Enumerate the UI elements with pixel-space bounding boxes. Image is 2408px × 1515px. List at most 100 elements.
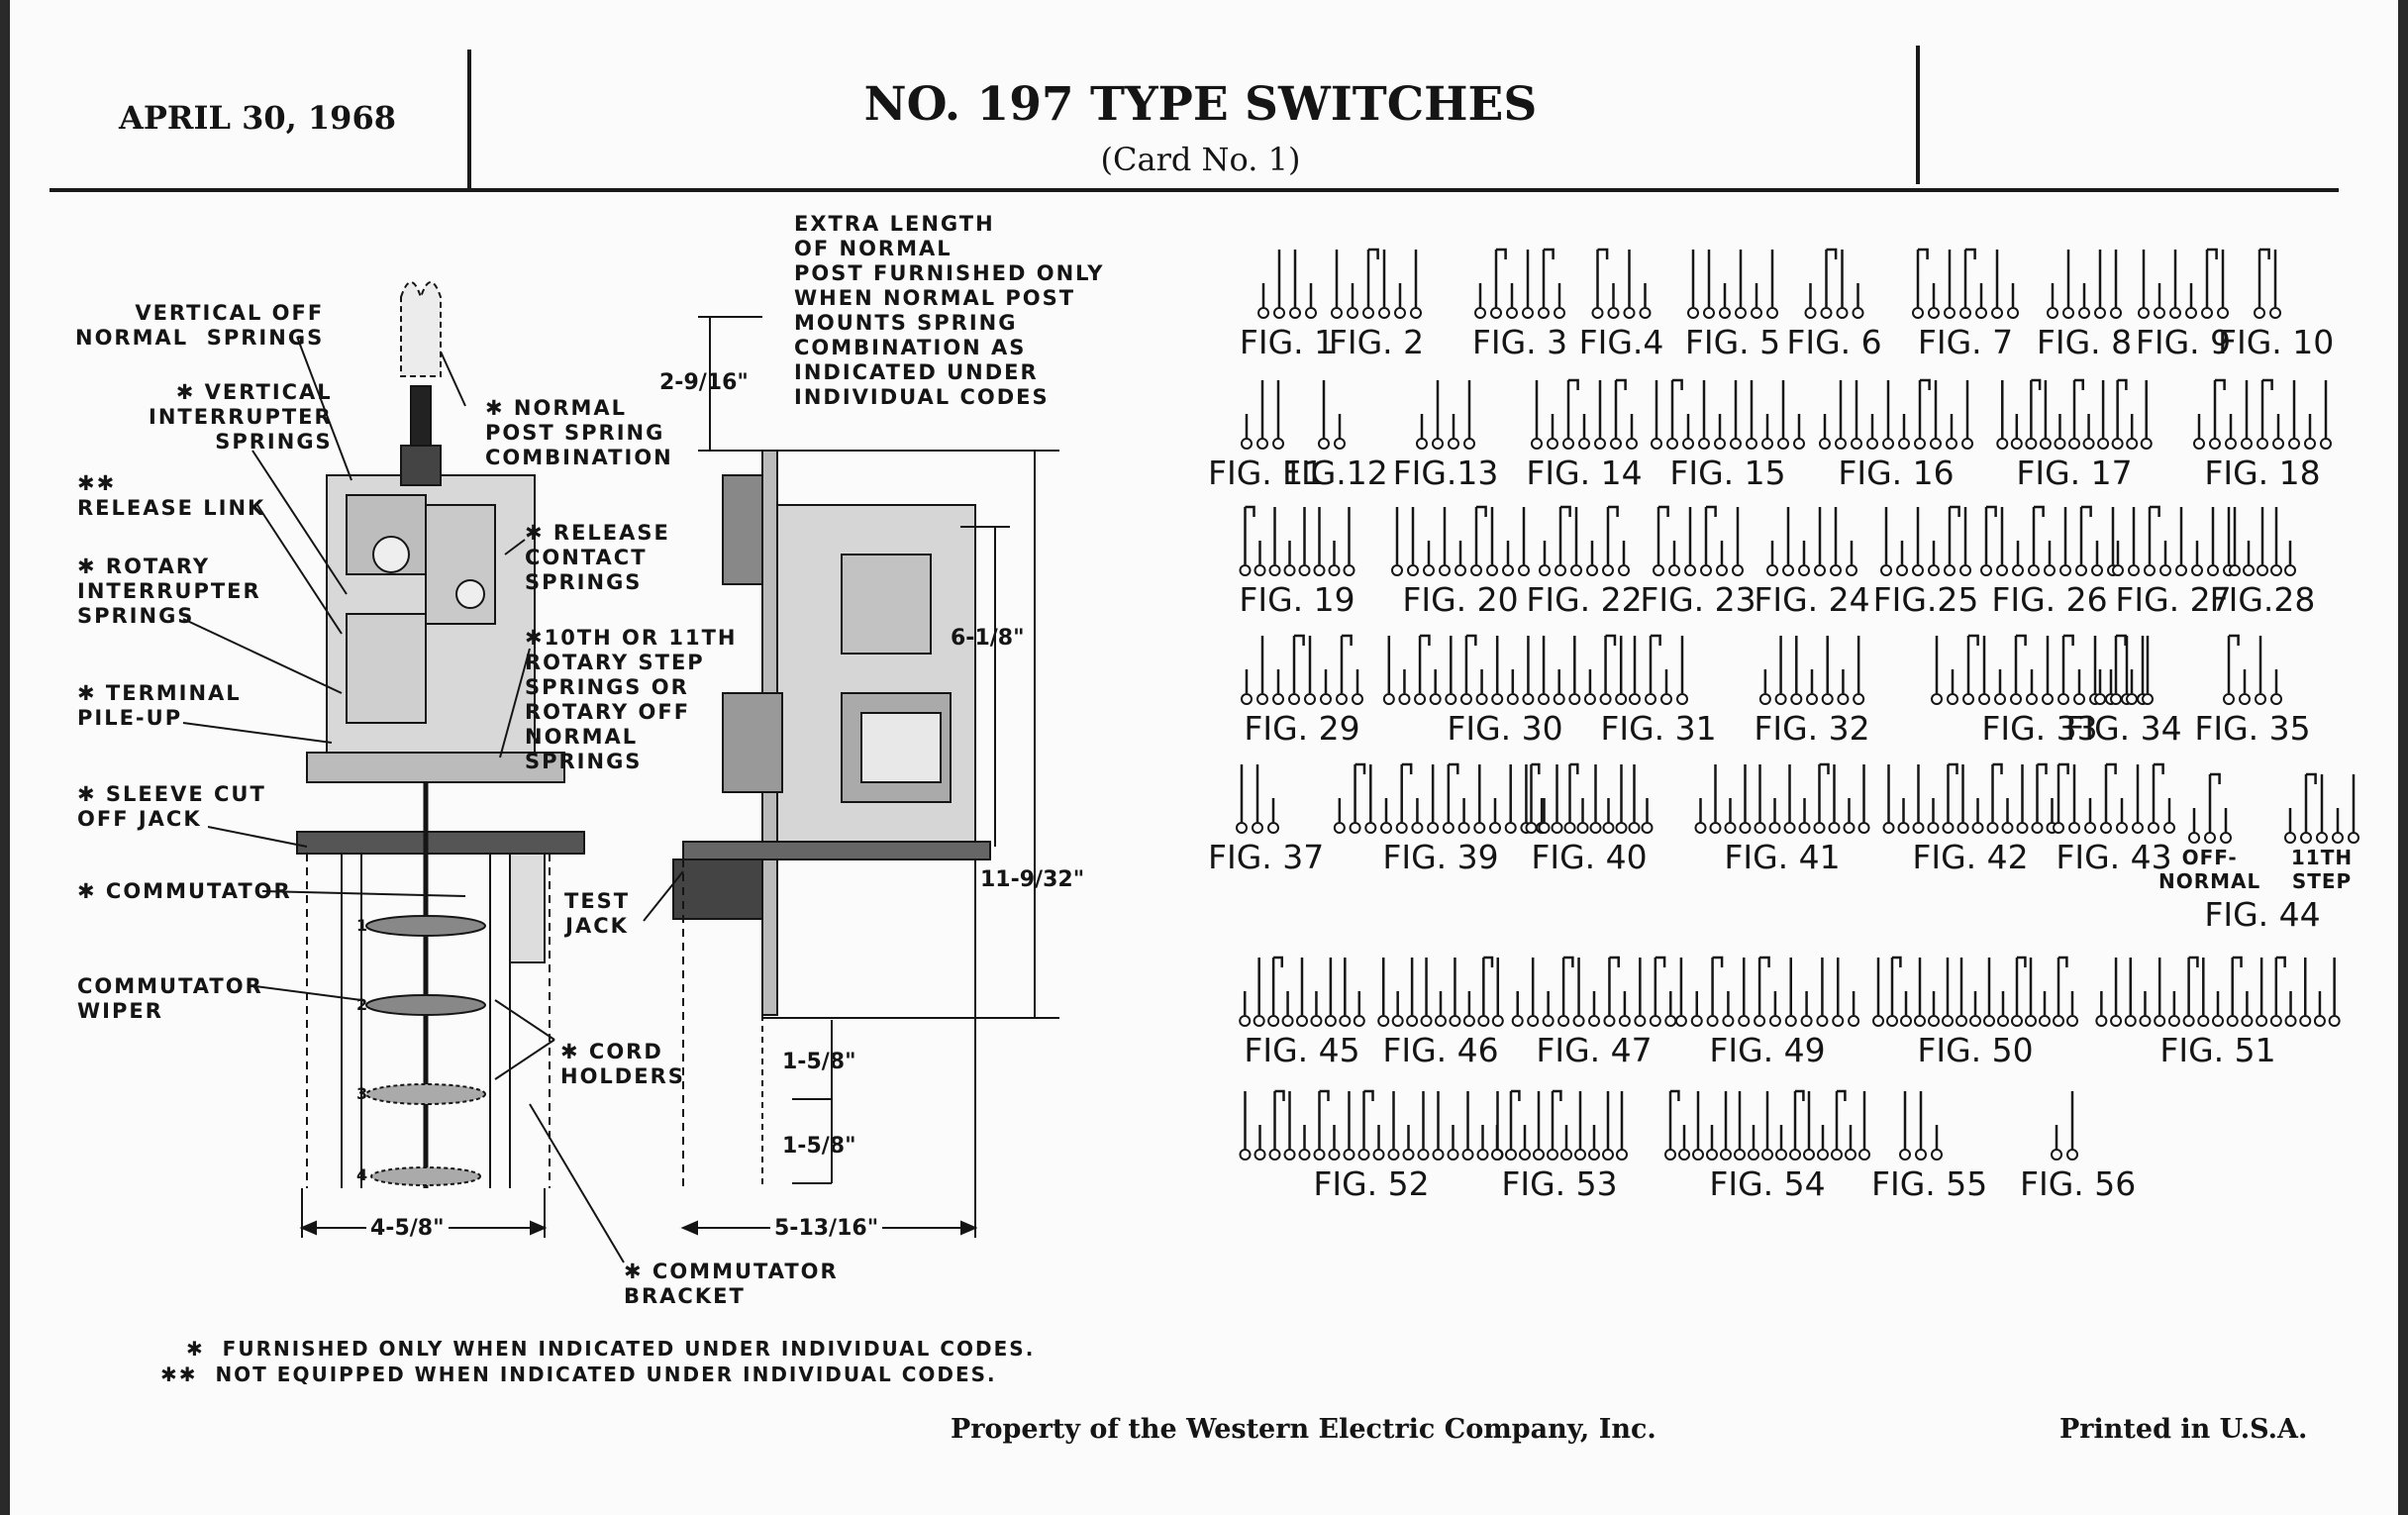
spring-terminal	[1754, 822, 1766, 834]
spring-contact	[2058, 956, 2068, 967]
spring-terminal	[1944, 564, 1956, 576]
spring-terminal	[2313, 1015, 2326, 1027]
spring-terminal	[1927, 822, 1940, 834]
fig-44-11th-step-springs	[2284, 772, 2359, 844]
spring-terminal	[2026, 693, 2038, 705]
spring-terminal	[1674, 1015, 1687, 1027]
spring-terminal	[1748, 1149, 1759, 1161]
figure-springs	[1880, 505, 1971, 576]
spring-terminal	[1476, 1149, 1489, 1161]
spring-contact	[1759, 956, 1770, 967]
spring-terminal	[1574, 1149, 1586, 1161]
spring-terminal	[1241, 693, 1253, 705]
spring-terminal	[1511, 1015, 1524, 1027]
spring-terminal	[2229, 564, 2241, 576]
figure-springs	[2051, 1091, 2078, 1161]
spring-terminal	[1439, 564, 1451, 576]
spring-terminal	[1616, 1149, 1628, 1161]
spring-contact	[2306, 772, 2317, 784]
figure-springs	[1239, 505, 1355, 576]
spring-terminal	[1804, 307, 1817, 319]
spring-terminal	[1506, 693, 1519, 705]
spring-terminal	[1719, 307, 1731, 319]
spring-contact	[1608, 505, 1619, 517]
spring-contact	[1658, 505, 1669, 517]
figure-springs	[1629, 634, 1688, 705]
figure-21: FIG. 22	[1495, 495, 1673, 619]
spring-terminal	[1504, 822, 1517, 834]
spring-terminal	[1928, 1015, 1940, 1027]
figure-springs	[2229, 507, 2296, 576]
figure-label: FIG. 9	[2135, 323, 2232, 361]
figure-39: FIG. 42	[1856, 753, 2084, 876]
spring-terminal	[2316, 832, 2328, 844]
spring-terminal	[1506, 307, 1518, 319]
figure-label: FIG. 11	[1208, 454, 1325, 492]
spring-terminal	[1289, 307, 1301, 319]
spring-terminal	[1491, 1015, 1504, 1027]
spring-terminal	[2126, 693, 2138, 705]
spring-terminal	[1738, 1015, 1751, 1027]
spring-terminal	[1462, 1015, 1475, 1027]
spring-terminal	[2039, 1015, 2051, 1027]
spring-terminal	[1339, 1015, 1352, 1027]
figure-springs	[2095, 956, 2341, 1027]
spring-terminal	[1586, 564, 1598, 576]
spring-terminal	[2068, 822, 2080, 834]
spring-terminal	[1975, 307, 1987, 319]
spring-terminal	[1305, 307, 1317, 319]
spring-terminal	[1872, 1015, 1884, 1027]
spring-terminal	[2053, 1015, 2064, 1027]
label-normal-post: ✱ NORMAL POST SPRING COMBINATION	[485, 396, 673, 469]
fig-44-label: FIG. 44	[2204, 895, 2321, 934]
spring-terminal	[1490, 307, 1502, 319]
spring-contact	[2207, 248, 2218, 259]
figure-18: FIG. 18	[2163, 368, 2361, 492]
figure-13: FIG.13	[1386, 368, 1505, 492]
spring-contact	[1342, 634, 1353, 646]
figure-springs	[1912, 248, 2019, 319]
spring-terminal	[2116, 822, 2128, 834]
figure-springs	[1239, 1089, 1504, 1161]
spring-terminal	[1449, 1015, 1461, 1027]
spring-terminal	[2039, 438, 2052, 450]
spring-contact	[2058, 762, 2069, 774]
spring-terminal	[2142, 693, 2154, 705]
spring-terminal	[1477, 1015, 1490, 1027]
spring-terminal	[2257, 438, 2268, 450]
spring-terminal	[2100, 822, 2112, 834]
figure-42: FIG. 46	[1352, 946, 1530, 1069]
spring-terminal	[1615, 693, 1628, 705]
spring-terminal	[1994, 693, 2006, 705]
spring-terminal	[2010, 693, 2022, 705]
spring-contact	[1918, 248, 1929, 259]
spring-terminal	[1423, 564, 1435, 576]
spring-terminal	[1930, 438, 1942, 450]
figure-springs	[2094, 634, 2154, 705]
figure-label: FIG. 52	[1313, 1164, 1430, 1203]
spring-terminal	[1912, 307, 1924, 319]
spring-terminal	[1252, 822, 1263, 834]
spring-terminal	[1897, 822, 1910, 834]
spring-contact	[1544, 248, 1555, 259]
spring-terminal	[1914, 438, 1926, 450]
spring-terminal	[2201, 307, 2213, 319]
spring-terminal	[1272, 438, 1284, 450]
spring-terminal	[1236, 822, 1248, 834]
figure-label: FIG. 43	[2056, 838, 2172, 876]
spring-terminal	[2001, 822, 2014, 834]
figure-label: FIG. 41	[1724, 838, 1841, 876]
spring-contact	[1992, 762, 2003, 774]
figure-springs	[1882, 762, 2058, 834]
figure-springs	[2053, 762, 2175, 834]
spring-terminal	[1746, 438, 1757, 450]
fig-44-11th-step-label: 11TH STEP	[2290, 846, 2354, 893]
spring-terminal	[1899, 1149, 1911, 1161]
spring-terminal	[1751, 307, 1762, 319]
spring-contact	[1826, 248, 1838, 259]
spring-terminal	[1898, 438, 1910, 450]
dimension-2-9-16: 2-9/16"	[659, 370, 749, 395]
spring-terminal	[1491, 693, 1504, 705]
spring-terminal	[1629, 693, 1641, 705]
figure-label: FIG. 14	[1526, 454, 1643, 492]
